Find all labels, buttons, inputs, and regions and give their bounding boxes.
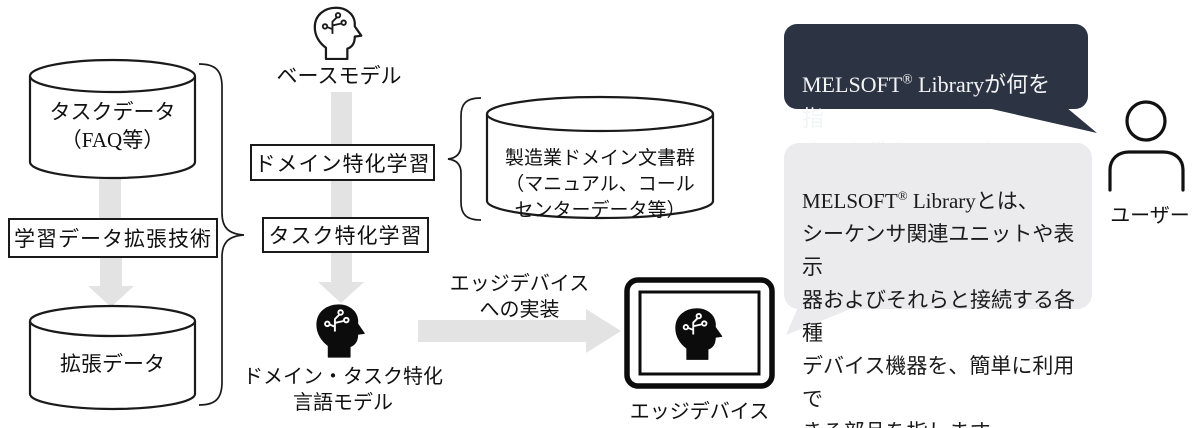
question-reg-mark: ® (902, 71, 913, 87)
user-question-bubble: MELSOFT® Libraryが何を指 すのか教えてください。 (784, 24, 1088, 165)
arrow-model-to-edge (418, 309, 621, 353)
task-data-cylinder (28, 58, 197, 180)
user-label: ユーザー (1110, 205, 1190, 227)
domain-training-label: ドメイン特化学習 (254, 151, 431, 176)
augmented-data-cylinder (28, 304, 197, 411)
augment-technique-label: 学習データ拡張技術 (14, 227, 212, 251)
domain-training-box: ドメイン特化学習 (250, 144, 435, 181)
augment-technique-box: 学習データ拡張技術 (8, 218, 218, 258)
answer-text: Libraryとは、 シーケンサ関連ユニットや表示 器およびそれらと接続する各種… (802, 189, 1075, 428)
domain-docs-cylinder (485, 95, 715, 220)
base-model-label: ベースモデル (276, 64, 402, 88)
answer-bubble-tail (786, 303, 858, 335)
edge-device-label: エッジデバイス (629, 401, 770, 423)
specialized-model-label: ドメイン・タスク特化 言語モデル (243, 366, 443, 415)
arrow-task-to-model (318, 253, 364, 303)
question-brand: MELSOFT (802, 72, 903, 97)
connector-task-to-augment (99, 178, 121, 218)
right-grouping-brace (447, 97, 482, 221)
model-answer-bubble: MELSOFT® Libraryとは、 シーケンサ関連ユニットや表示 器およびそ… (784, 143, 1092, 428)
connector-base-to-domain (331, 92, 352, 145)
task-training-box: タスク特化学習 (262, 217, 429, 253)
base-model-head-circuit-icon (313, 6, 363, 61)
augmented-data-label: 拡張データ (60, 352, 165, 376)
edge-deploy-label: エッジデバイス への実装 (449, 273, 590, 322)
answer-brand: MELSOFT (802, 189, 898, 213)
task-training-label: タスク特化学習 (268, 224, 423, 248)
connector-domain-to-task (331, 180, 352, 218)
arrow-augment-to-data (88, 258, 134, 307)
flow-connectors (88, 92, 621, 353)
task-data-label: タスクデータ （FAQ等） (49, 100, 176, 152)
edge-device-tablet-icon (624, 277, 775, 389)
specialized-model-head-circuit-icon (316, 304, 365, 358)
left-grouping-brace (198, 63, 245, 406)
answer-reg-mark: ® (897, 188, 908, 203)
domain-docs-label: 製造業ドメイン文書群 （マニュアル、コール センターデータ等） (504, 148, 695, 221)
user-person-icon (1108, 100, 1185, 192)
